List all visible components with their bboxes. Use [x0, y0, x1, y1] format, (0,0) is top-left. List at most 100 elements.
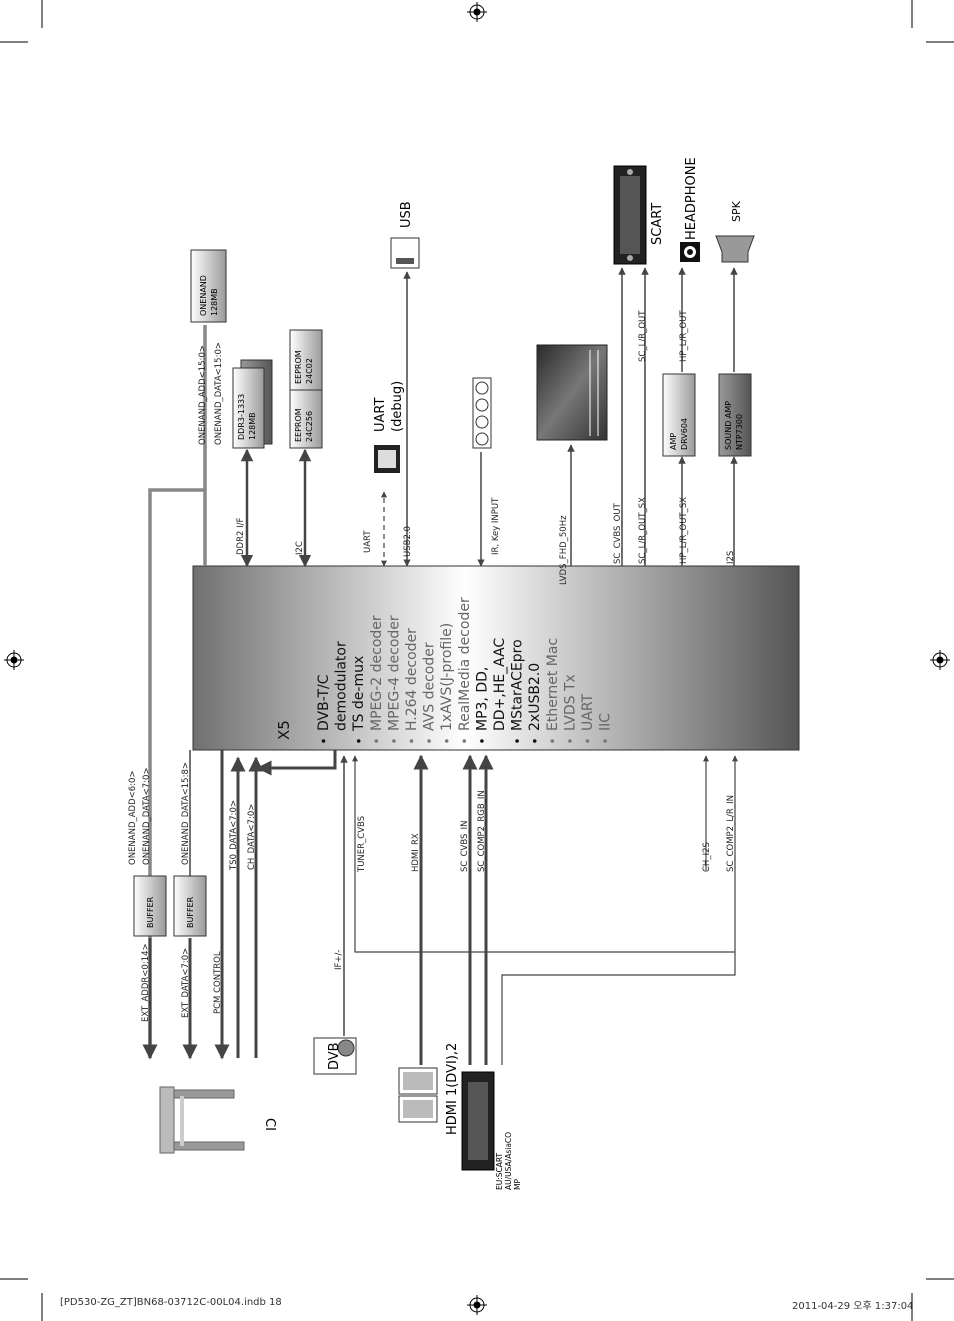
svg-text:MP: MP [513, 1179, 522, 1190]
svg-text:ONENAND_DATA<15:8>: ONENAND_DATA<15:8> [181, 762, 191, 865]
svg-text:SC_CVBS_OUT: SC_CVBS_OUT [613, 502, 623, 564]
svg-text:BUFFER: BUFFER [186, 896, 195, 928]
svg-text:HP_L/R_OUT_SX: HP_L/R_OUT_SX [679, 497, 689, 564]
svg-text:TS0_DATA<7:0>: TS0_DATA<7:0> [229, 800, 239, 871]
svg-text:NTP7300: NTP7300 [735, 414, 744, 450]
chip-feature-item: IIC [598, 713, 614, 731]
svg-text:UART: UART [373, 398, 388, 432]
top-signal-labels: ONENAND_ADD<15:0> ONENAND_DATA<15:0> DDR… [198, 310, 736, 585]
bullet-icon [321, 739, 326, 743]
onenand-chip: ONENAND 128MB [190, 249, 227, 323]
bullet-icon [550, 739, 555, 743]
svg-text:EXT_ADDR<0:14>: EXT_ADDR<0:14> [141, 943, 151, 1022]
svg-text:24C256: 24C256 [305, 411, 314, 442]
chip-name: X5 [275, 720, 293, 740]
bullet-icon [444, 739, 449, 743]
chip-feature-item: Ethernet Mac [545, 638, 561, 731]
bullet-icon [568, 739, 572, 743]
svg-text:128MB: 128MB [210, 288, 219, 316]
svg-text:USB: USB [399, 201, 414, 228]
footer-file-label: [PD530-ZG_ZT]BN68-03712C-00L04.indb 18 [60, 1297, 282, 1308]
svg-text:EXT_DATA<7:0>: EXT_DATA<7:0> [181, 948, 191, 1018]
bottom-signal-labels: ONENAND_ADD<6:0> ONENAND_DATA<7:0> ONENA… [128, 762, 736, 1022]
svg-text:SPK: SPK [730, 200, 743, 222]
svg-text:HDMI 1(DVI),2: HDMI 1(DVI),2 [445, 1043, 460, 1135]
bullet-icon [392, 739, 396, 743]
chip-feature-item: MPEG-2 decoder [369, 615, 385, 731]
svg-text:ONENAND_DATA<7:0>: ONENAND_DATA<7:0> [142, 767, 152, 865]
svg-text:BUFFER: BUFFER [146, 896, 155, 928]
svg-text:HP_L/R_OUT: HP_L/R_OUT [679, 310, 689, 362]
bullet-icon [462, 739, 467, 743]
chip-feature-item: LVDS Tx [562, 674, 578, 731]
svg-text:I2S: I2S [726, 551, 736, 564]
bullet-icon [585, 739, 590, 743]
chip-feature-item: DD+,HE_AAC [492, 638, 508, 731]
ci-slot-icon: CI [159, 1086, 277, 1154]
svg-text:EEPROM: EEPROM [294, 350, 303, 384]
svg-text:SC_COMP2_L/R_IN: SC_COMP2_L/R_IN [726, 795, 736, 872]
registration-target-icon [4, 2, 950, 1315]
uart-connector-icon: UART (debug) [373, 381, 405, 473]
sound-amp-chip: SOUND AMP NTP7300 [718, 373, 752, 457]
chip-feature-item: 2xUSB2.0 [527, 663, 543, 731]
scart-input-connector-icon: EU:SCART AU/USA/AsiaCO MP [461, 1071, 522, 1190]
svg-text:SC_L/R_OUT_SX: SC_L/R_OUT_SX [638, 497, 648, 564]
chip-feature-item: RealMedia decoder [457, 597, 473, 731]
bullet-icon [356, 739, 361, 743]
dvb-tuner-icon: DVB [313, 1037, 357, 1075]
svg-text:CH_I2S: CH_I2S [702, 842, 712, 872]
svg-text:EU:SCART: EU:SCART [495, 1152, 504, 1190]
svg-text:EEPROM: EEPROM [294, 408, 303, 442]
svg-text:HDMI_RX: HDMI_RX [411, 833, 421, 872]
ddr3-chip: DDR3-1333 128MB [232, 359, 273, 449]
svg-text:HEADPHONE: HEADPHONE [684, 157, 699, 240]
svg-text:SCART: SCART [650, 203, 665, 245]
ir-key-connector-icon [472, 377, 492, 449]
bullet-icon [427, 739, 431, 743]
chip-feature-item: demodulator [334, 641, 350, 731]
svg-text:I2C: I2C [295, 541, 305, 555]
speaker-icon: SPK [715, 200, 755, 263]
bullet-icon [409, 739, 414, 743]
svg-text:IR, Key INPUT: IR, Key INPUT [491, 497, 501, 555]
lcd-panel-icon [536, 344, 608, 441]
connection-lines [142, 267, 738, 1065]
svg-text:DDR3-1333: DDR3-1333 [237, 394, 246, 440]
svg-text:DRV604: DRV604 [680, 418, 689, 450]
svg-text:128MB: 128MB [248, 412, 257, 440]
svg-text:DDR2 I/F: DDR2 I/F [236, 518, 246, 555]
chip-feature-item: MStarACEpro [510, 639, 526, 731]
svg-text:PCM CONTROL: PCM CONTROL [213, 951, 223, 1014]
chip-feature-item: 1xAVS(J-profile) [439, 623, 455, 731]
svg-text:USB2.0: USB2.0 [403, 526, 413, 557]
svg-text:IF+/-: IF+/- [334, 950, 344, 970]
headphone-icon: HEADPHONE [680, 157, 700, 262]
chip-feature-item: MP3, DD, [474, 667, 490, 731]
hdmi-connector-icon: HDMI 1(DVI),2 [398, 1043, 460, 1135]
svg-text:SOUND AMP: SOUND AMP [724, 401, 733, 450]
svg-text:24C02: 24C02 [305, 358, 314, 384]
svg-text:LVDS_FHD_50Hz: LVDS_FHD_50Hz [559, 515, 569, 585]
svg-text:ONENAND_DATA<15:0>: ONENAND_DATA<15:0> [214, 342, 224, 445]
chip-feature-item: DVB-T/C [316, 674, 332, 731]
svg-text:TUNER_CVBS: TUNER_CVBS [357, 816, 367, 873]
svg-text:UART: UART [363, 530, 373, 553]
bullet-icon [532, 739, 537, 743]
amp-chip: AMP DRV604 [662, 373, 696, 457]
svg-text:SC_COMP2_RGB_IN: SC_COMP2_RGB_IN [477, 790, 487, 872]
svg-text:CH_DATA<7:0>: CH_DATA<7:0> [247, 804, 257, 870]
svg-text:ONENAND: ONENAND [199, 275, 208, 316]
svg-text:ONENAND_ADD<15:0>: ONENAND_ADD<15:0> [198, 345, 208, 445]
usb-connector-icon: USB [390, 201, 420, 269]
footer-date-label: 2011-04-29 오후 1:37:04 [792, 1301, 914, 1312]
svg-text:DVB: DVB [327, 1042, 342, 1070]
svg-text:(debug): (debug) [390, 381, 405, 432]
chip-feature-item: AVS decoder [422, 642, 438, 731]
bullet-icon [603, 739, 607, 743]
svg-text:CI: CI [262, 1118, 277, 1131]
